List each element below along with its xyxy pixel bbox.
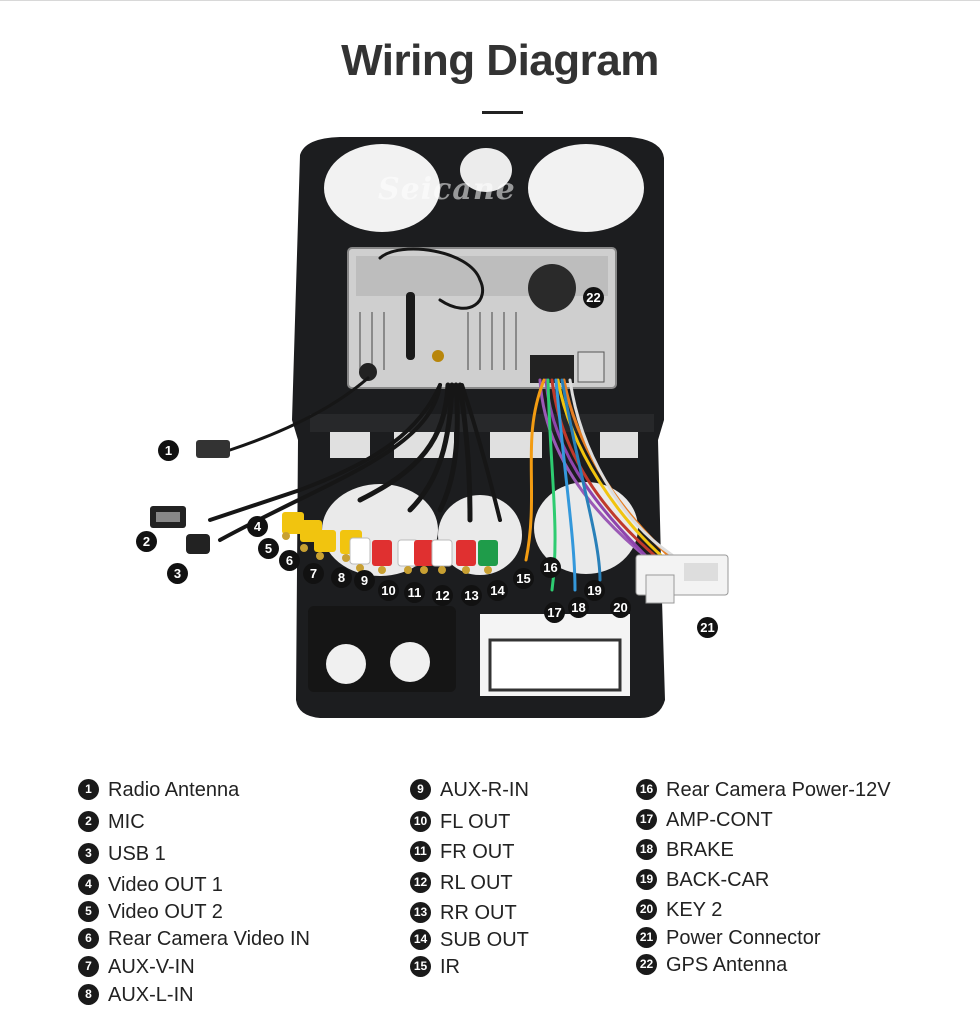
callout-badge: 12 — [432, 585, 453, 606]
callout-badge: 19 — [584, 580, 605, 601]
legend-label: GPS Antenna — [666, 954, 788, 976]
legend-label: AUX-R-IN — [440, 779, 529, 801]
top-border — [0, 0, 980, 1]
callout-badge: 10 — [378, 580, 399, 601]
legend-label: USB 1 — [108, 843, 166, 865]
legend-number: 1 — [78, 779, 99, 800]
usb-socket — [577, 351, 605, 383]
callout-badge: 7 — [303, 563, 324, 584]
callout-badge: 20 — [610, 597, 631, 618]
wifi-antenna — [406, 292, 415, 360]
mic-plug — [186, 534, 210, 554]
legend-number: 18 — [636, 839, 657, 860]
legend-number: 14 — [410, 929, 431, 950]
rca-plugs — [282, 512, 498, 567]
legend-label: Video OUT 2 — [108, 901, 223, 923]
legend-number: 11 — [410, 841, 431, 862]
callout-badge: 11 — [404, 582, 425, 603]
legend-number: 21 — [636, 927, 657, 948]
legend-label: BACK-CAR — [666, 869, 770, 891]
legend-label: AUX-L-IN — [108, 984, 194, 1006]
antenna-plug — [196, 440, 230, 458]
legend-number: 5 — [78, 901, 99, 922]
callout-badge: 9 — [354, 570, 375, 591]
legend-label: SUB OUT — [440, 929, 529, 951]
gps-antenna-puck — [528, 264, 576, 312]
vent-center — [460, 148, 512, 192]
callout-badge: 16 — [540, 557, 561, 578]
legend-number: 13 — [410, 902, 431, 923]
rca-tips — [282, 532, 492, 574]
power-socket — [530, 355, 574, 383]
legend-number: 8 — [78, 984, 99, 1005]
legend-number: 20 — [636, 899, 657, 920]
legend-label: BRAKE — [666, 839, 734, 861]
power-connector-plug — [635, 554, 729, 604]
vent-left — [324, 144, 440, 232]
legend-number: 22 — [636, 954, 657, 975]
legend-label: RL OUT — [440, 872, 513, 894]
watermark: Seicane — [378, 172, 516, 207]
page-title: Wiring Diagram — [341, 36, 659, 85]
legend-label: Rear Camera Video IN — [108, 928, 310, 950]
callout-badge: 3 — [167, 563, 188, 584]
legend-number: 9 — [410, 779, 431, 800]
callout-badge: 15 — [513, 568, 534, 589]
callout-badge: 6 — [279, 550, 300, 571]
legend-label: Power Connector — [666, 927, 821, 949]
legend-label: AUX-V-IN — [108, 956, 195, 978]
legend-number: 10 — [410, 811, 431, 832]
legend-number: 19 — [636, 869, 657, 890]
legend-label: FL OUT — [440, 811, 511, 833]
callout-badge: 17 — [544, 602, 565, 623]
legend-label: KEY 2 — [666, 899, 723, 921]
legend-label: FR OUT — [440, 841, 515, 863]
callout-badge: 1 — [158, 440, 179, 461]
callout-badge: 8 — [331, 567, 352, 588]
power-harness — [524, 378, 674, 592]
vent-right — [528, 144, 644, 232]
legend-number: 16 — [636, 779, 657, 800]
callout-badge: 22 — [583, 287, 604, 308]
legend-number: 4 — [78, 874, 99, 895]
legend-number: 2 — [78, 811, 99, 832]
legend-label: Video OUT 1 — [108, 874, 223, 896]
callout-badge: 13 — [461, 585, 482, 606]
legend-number: 6 — [78, 928, 99, 949]
callout-badge: 4 — [247, 516, 268, 537]
callout-badge: 21 — [697, 617, 718, 638]
callout-badge: 18 — [568, 597, 589, 618]
title-underline — [482, 111, 523, 114]
legend-number: 12 — [410, 872, 431, 893]
callout-badge: 5 — [258, 538, 279, 559]
legend-number: 15 — [410, 956, 431, 977]
legend-number: 3 — [78, 843, 99, 864]
legend-label: MIC — [108, 811, 145, 833]
legend-number: 17 — [636, 809, 657, 830]
legend-label: IR — [440, 956, 460, 978]
legend-label: RR OUT — [440, 902, 517, 924]
legend-label: Rear Camera Power-12V — [666, 779, 891, 801]
callout-badge: 14 — [487, 580, 508, 601]
legend-number: 7 — [78, 956, 99, 977]
callout-badge: 2 — [136, 531, 157, 552]
chassis-heatsink — [359, 312, 517, 370]
legend-label: Radio Antenna — [108, 779, 240, 801]
legend-label: AMP-CONT — [666, 809, 773, 831]
